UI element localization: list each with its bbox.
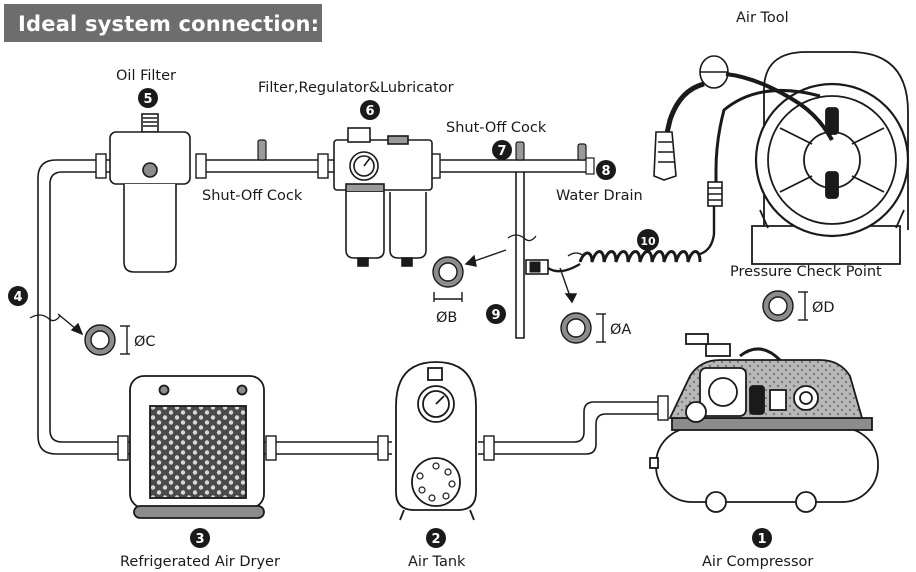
diameter-a-label: ØA [610, 322, 631, 338]
air-compressor [649, 333, 879, 513]
frl-label: Filter,Regulator&Lubricator [258, 80, 454, 96]
refrigerated-air-dryer [129, 375, 265, 519]
water-drain-label: Water Drain [556, 188, 643, 204]
cross-section-c [57, 313, 130, 356]
diameter-d-label: ØD [812, 300, 835, 316]
badge-9-text: 9 [491, 308, 500, 323]
diagram-title: Ideal system connection: [18, 12, 320, 36]
oil-filter-label: Oil Filter [116, 68, 176, 84]
badge-5: 5 [138, 88, 158, 108]
badge-7-text: 7 [497, 144, 506, 159]
shutoff-handles [257, 139, 595, 175]
badge-10: 10 [637, 229, 659, 251]
frl-unit [333, 127, 433, 267]
title-banner: Ideal system connection: [4, 4, 322, 42]
air-tool-label: Air Tool [736, 10, 789, 26]
badge-2-text: 2 [431, 532, 440, 547]
badge-2: 2 [426, 528, 446, 548]
badge-3-text: 3 [195, 532, 204, 547]
badge-8-text: 8 [601, 164, 610, 179]
badge-8: 8 [596, 160, 616, 180]
compressor-label: Air Compressor [702, 554, 813, 570]
pipe-fittings [95, 153, 669, 461]
badge-7: 7 [492, 140, 512, 160]
cross-section-b [432, 249, 507, 302]
air-tank [395, 361, 477, 521]
coiled-hose [525, 206, 716, 275]
shutoff-cock-left-label: Shut-Off Cock [202, 188, 303, 204]
oil-filter [109, 113, 191, 273]
main-pipe [37, 159, 660, 455]
badge-1: 1 [752, 528, 772, 548]
pressure-check-label: Pressure Check Point [730, 264, 882, 280]
dryer-label: Refrigerated Air Dryer [120, 554, 280, 570]
badge-5-text: 5 [143, 92, 152, 107]
diameter-b-label: ØB [436, 310, 457, 326]
cross-section-a [559, 267, 606, 344]
badge-6-text: 6 [365, 104, 374, 119]
hose-reel [751, 51, 910, 265]
badge-4: 4 [8, 286, 28, 306]
badge-4-text: 4 [13, 290, 22, 305]
badge-6: 6 [360, 100, 380, 120]
badge-1-text: 1 [757, 532, 766, 547]
badge-9: 9 [486, 304, 506, 324]
diameter-c-label: ØC [134, 334, 156, 350]
cross-section-d [762, 290, 808, 322]
shutoff-cock-right-label: Shut-Off Cock [446, 120, 547, 136]
air-tool [653, 55, 834, 207]
badge-10-text: 10 [640, 235, 656, 248]
air-tank-label: Air Tank [408, 554, 466, 570]
badge-3: 3 [190, 528, 210, 548]
